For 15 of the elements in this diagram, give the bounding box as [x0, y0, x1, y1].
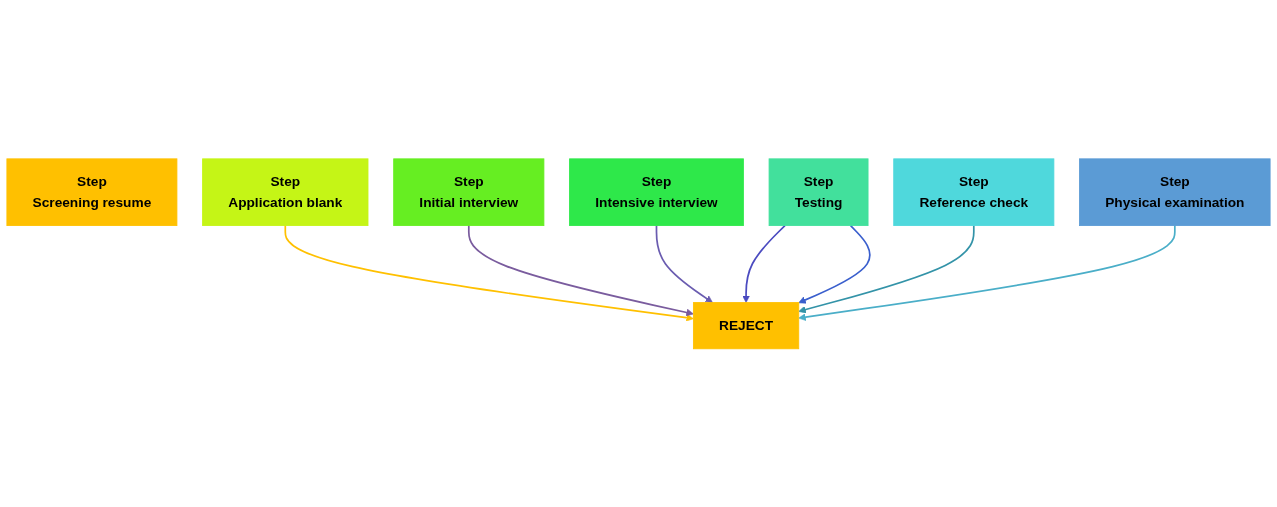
node-box: Step Intensive interview: [569, 158, 744, 226]
node-box: Step Application blank: [202, 158, 369, 226]
node-box: Step Initial interview: [393, 158, 545, 226]
arrow: [798, 224, 975, 313]
arrow: [798, 224, 871, 304]
node-box: REJECT: [693, 301, 800, 349]
node-box: Step Physical examination: [1079, 158, 1271, 226]
node-box: Step Screening resume: [6, 158, 178, 226]
node-box: Step Reference check: [893, 158, 1055, 226]
node-box: Step Testing: [768, 158, 869, 226]
arrow: [742, 224, 786, 303]
arrow: [467, 224, 694, 316]
arrow: [798, 224, 1176, 321]
arrow: [655, 224, 713, 303]
arrow: [284, 224, 694, 322]
